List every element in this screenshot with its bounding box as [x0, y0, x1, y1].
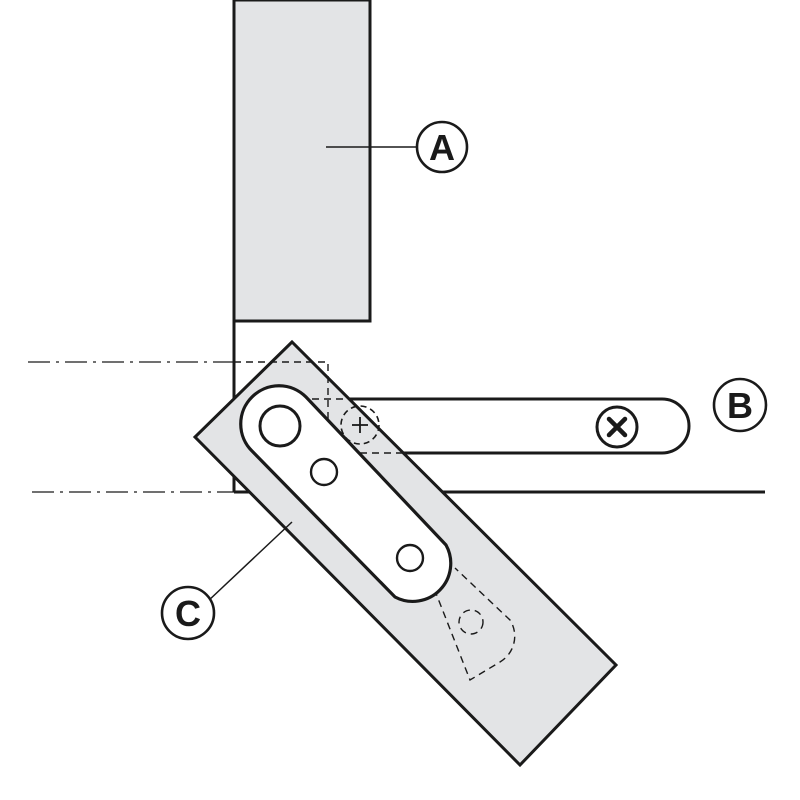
panel-a	[232, 0, 372, 323]
callout-a-circle	[415, 120, 469, 174]
callout-b-circle	[712, 377, 768, 433]
callout-b: B	[712, 377, 768, 433]
hidden-arm-b-outline	[300, 398, 440, 454]
screw-cross-icon	[595, 405, 639, 449]
callout-c-circle	[160, 585, 216, 641]
callout-a-label: A	[429, 127, 455, 168]
pivot-hole	[258, 404, 302, 448]
plate-hole-small	[309, 457, 339, 487]
callout-a: A	[415, 120, 469, 174]
callout-c-label: C	[175, 593, 201, 634]
callout-b-label: B	[727, 385, 753, 426]
screw-cross-dashed-icon	[340, 405, 380, 445]
hidden-hole	[458, 609, 484, 635]
slot-hole	[395, 543, 425, 573]
callout-c: C	[160, 585, 216, 641]
leader-line-c	[206, 521, 293, 603]
hidden-slot-extension	[429, 567, 516, 682]
